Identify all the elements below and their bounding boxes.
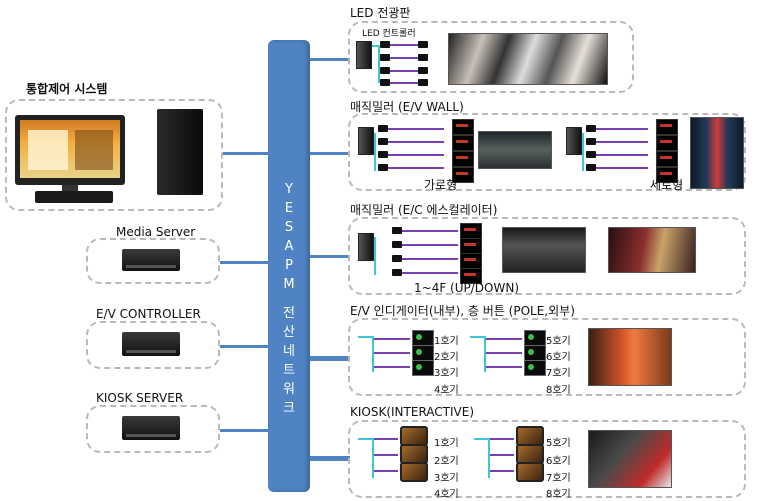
led-controller-label: LED 컨트롤러: [362, 29, 416, 39]
media-server-box: [86, 238, 220, 284]
ev-wall-vertical-photo: [690, 117, 744, 189]
integrated-control-box: [5, 99, 223, 211]
ev-controller-title: E/V CONTROLLER: [96, 307, 201, 321]
kiosk-server-icon: [122, 416, 180, 440]
kiosk-left-unit-3: 3호기: [434, 473, 459, 484]
keyboard-icon: [35, 191, 113, 203]
link-indicator: [310, 356, 350, 361]
magic-ev-box: 가로형 세로형: [348, 113, 746, 192]
escalator-photo-1: [502, 227, 586, 273]
indicator-box: 1호기 2호기 3호기 4호기 5호기 6호기 7호기 8호기: [348, 318, 746, 396]
indicator-right-unit-7: 7호기: [546, 368, 571, 379]
kiosk-photo: [588, 430, 672, 488]
indicator-left-unit-2: 2호기: [434, 352, 459, 363]
backbone-label: Y E S A P M 전 산 네 트 워 크: [283, 182, 295, 416]
link-kiosk-server: [220, 429, 268, 432]
link-magic-ev: [310, 152, 350, 155]
link-integrated: [223, 152, 268, 155]
pc-tower-icon: [157, 109, 203, 195]
indicator-left-unit-4: 4호기: [434, 385, 459, 396]
magic-ec-box: 1~4F (UP/DOWN): [348, 217, 746, 295]
link-ev-controller: [220, 345, 268, 348]
link-magic-ec: [310, 255, 350, 258]
kiosk-box: 1호기 2호기 3호기 4호기 5호기 6호기 7호기 8호기: [348, 420, 746, 500]
link-led: [310, 58, 350, 61]
magic-ev-caption-left: 가로형: [424, 178, 458, 192]
indicator-left-unit-3: 3호기: [434, 368, 459, 379]
kiosk-right-unit-5: 5호기: [546, 438, 571, 449]
monitor-stand: [62, 185, 78, 191]
kiosk-left-unit-4: 4호기: [434, 489, 459, 500]
indicator-right-unit-5: 5호기: [546, 336, 571, 347]
escalator-photo-2: [608, 227, 696, 273]
kiosk-server-box: [86, 405, 220, 453]
led-title: LED 전광판: [350, 6, 411, 20]
kiosk-server-title: KIOSK SERVER: [96, 391, 184, 405]
indicator-title: E/V 인디게이터(내부), 층 버튼 (POLE,외부): [350, 304, 575, 318]
link-media-server: [220, 261, 268, 264]
kiosk-right-unit-7: 7호기: [546, 473, 571, 484]
indicator-right-unit-8: 8호기: [546, 385, 571, 396]
led-box: LED 컨트롤러: [348, 21, 634, 93]
ev-controller-icon: [122, 332, 180, 356]
kiosk-right-unit-6: 6호기: [546, 456, 571, 467]
ev-controller-box: [86, 321, 220, 369]
magic-ec-title: 매직밀러 (E/C 에스컬레이터): [350, 203, 498, 217]
magic-ev-title: 매직밀러 (E/V WALL): [350, 100, 464, 114]
ev-wall-horizontal-photo: [478, 131, 552, 169]
media-server-title: Media Server: [116, 225, 196, 239]
ev-indicator-photo: [588, 328, 672, 386]
kiosk-right-unit-8: 8호기: [546, 489, 571, 500]
magic-ec-caption: 1~4F (UP/DOWN): [414, 281, 519, 295]
magic-ev-controller2-icon: [566, 127, 582, 155]
led-display-photo: [448, 33, 608, 85]
integrated-control-title: 통합제어 시스템: [26, 82, 108, 96]
kiosk-title: KIOSK(INTERACTIVE): [350, 405, 475, 419]
indicator-right-unit-6: 6호기: [546, 352, 571, 363]
monitor-icon: [15, 115, 125, 185]
media-server-icon: [122, 249, 180, 271]
magic-ev-controller-icon: [358, 127, 374, 155]
yesapm-network-backbone: Y E S A P M 전 산 네 트 워 크: [268, 40, 310, 492]
link-kiosk: [310, 456, 350, 461]
magic-ev-caption-right: 세로형: [650, 178, 684, 192]
magic-ec-controller-icon: [358, 233, 374, 261]
led-controller-icon: [356, 41, 372, 69]
indicator-left-unit-1: 1호기: [434, 336, 459, 347]
kiosk-left-unit-1: 1호기: [434, 438, 459, 449]
kiosk-left-unit-2: 2호기: [434, 456, 459, 467]
